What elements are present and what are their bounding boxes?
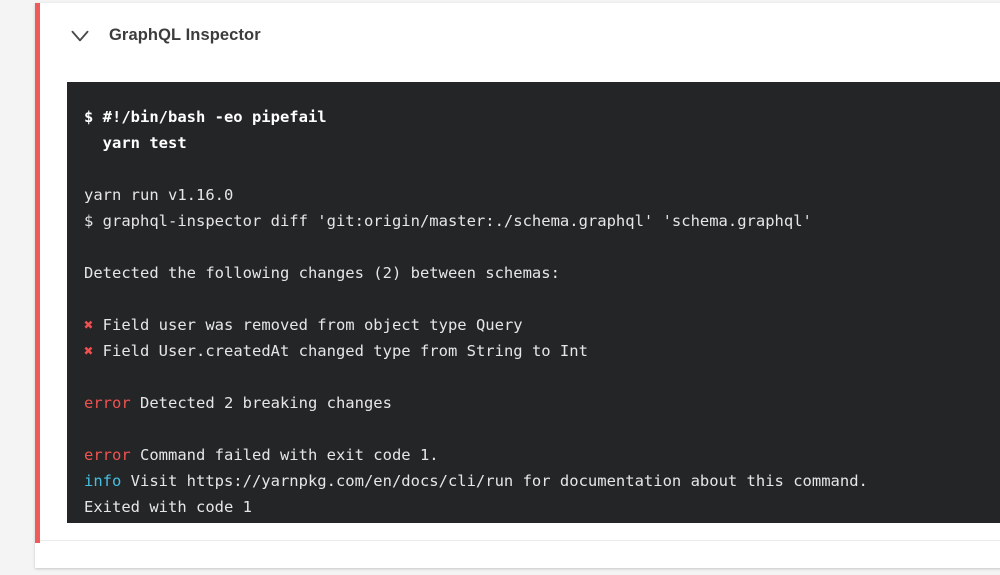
terminal-lines: $ #!/bin/bash -eo pipefail yarn test yar… (84, 104, 1000, 520)
terminal-output-panel[interactable]: $ #!/bin/bash -eo pipefail yarn test yar… (67, 82, 1000, 523)
terminal-blank-line (84, 156, 1000, 182)
terminal-breaking-change-line: ✖ Field user was removed from object typ… (84, 312, 1000, 338)
error-label: error (84, 394, 131, 412)
terminal-error-line: error Detected 2 breaking changes (84, 390, 1000, 416)
terminal-line-text: Field User.createdAt changed type from S… (93, 342, 588, 360)
card-divider (40, 540, 1000, 541)
terminal-blank-line (84, 286, 1000, 312)
terminal-line-text: Visit https://yarnpkg.com/en/docs/cli/ru… (121, 472, 868, 490)
page-title: GraphQL Inspector (109, 26, 261, 44)
status-accent-bar (35, 3, 40, 543)
cross-icon: ✖ (84, 342, 94, 360)
terminal-blank-line (84, 234, 1000, 260)
card-inner: GraphQL Inspector $ #!/bin/bash -eo pipe… (40, 3, 1000, 568)
info-label: info (84, 472, 122, 490)
terminal-info-line: info Visit https://yarnpkg.com/en/docs/c… (84, 468, 1000, 494)
terminal-line-text: Detected 2 breaking changes (130, 394, 392, 412)
terminal-line-text: Field user was removed from object type … (93, 316, 523, 334)
terminal-blank-line (84, 416, 1000, 442)
terminal-output-line: Exited with code 1 (84, 498, 252, 516)
terminal-output-line: $ graphql-inspector diff 'git:origin/mas… (84, 212, 812, 230)
terminal-output-line: Detected the following changes (2) betwe… (84, 264, 560, 282)
build-step-card: GraphQL Inspector $ #!/bin/bash -eo pipe… (35, 3, 1000, 568)
card-footer (40, 541, 1000, 568)
cross-icon: ✖ (84, 316, 94, 334)
terminal-blank-line (84, 364, 1000, 390)
terminal-command-line: yarn test (84, 134, 187, 152)
card-header[interactable]: GraphQL Inspector (40, 3, 1000, 68)
terminal-command-line: $ #!/bin/bash -eo pipefail (84, 108, 327, 126)
chevron-down-icon[interactable] (67, 23, 93, 49)
terminal-error-line: error Command failed with exit code 1. (84, 442, 1000, 468)
terminal-line-text: Command failed with exit code 1. (130, 446, 439, 464)
error-label: error (84, 446, 131, 464)
terminal-breaking-change-line: ✖ Field User.createdAt changed type from… (84, 338, 1000, 364)
terminal-output-line: yarn run v1.16.0 (84, 186, 234, 204)
